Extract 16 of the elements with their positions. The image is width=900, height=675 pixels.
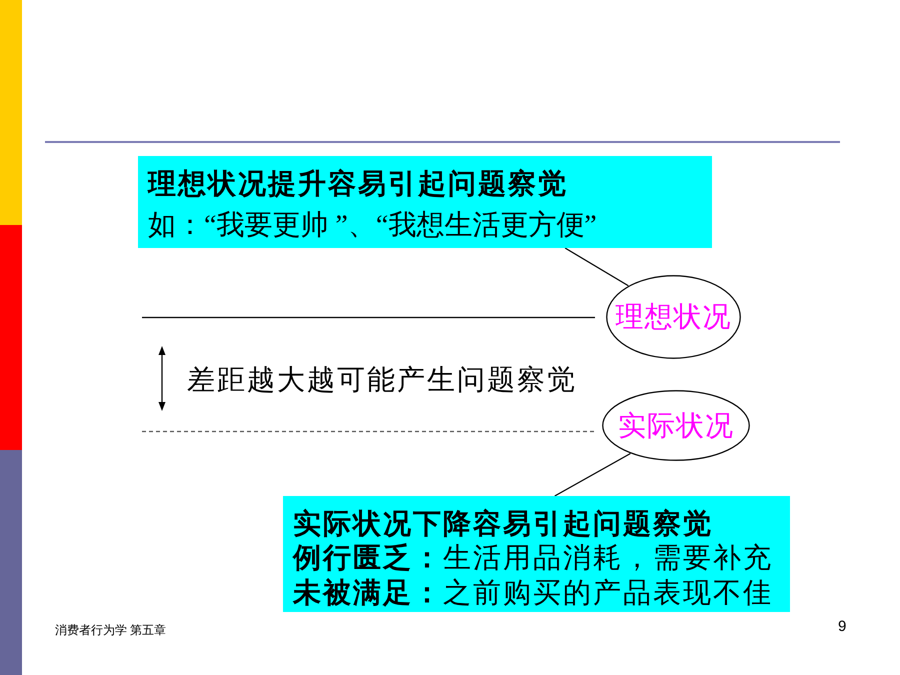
state-ellipse	[602, 390, 750, 461]
connector-line	[554, 452, 631, 497]
callout-heading: 实际状况下降容易引起问题察觉	[293, 507, 713, 541]
callout-heading: 理想状况提升容易引起问题察觉	[148, 167, 568, 201]
ellipse-label: 理想状况	[616, 301, 732, 333]
ellipse-label: 实际状况	[618, 410, 734, 442]
page-number: 9	[838, 618, 846, 636]
callout-box	[283, 496, 790, 612]
example-text: 如：“我要更帅 ”、“我想生活更方便”	[148, 209, 597, 243]
cause-text: 例行匮乏：生活用品消耗，需要补充	[293, 542, 773, 576]
gap-note: 差距越大越可能产生问题察觉	[187, 363, 577, 397]
callout-box	[138, 156, 712, 248]
cause-text: 未被满足：之前购买的产品表现不佳	[293, 577, 773, 611]
connector-line	[564, 247, 629, 286]
state-ellipse	[606, 275, 741, 359]
footer-text: 消费者行为学 第五章	[55, 622, 166, 638]
